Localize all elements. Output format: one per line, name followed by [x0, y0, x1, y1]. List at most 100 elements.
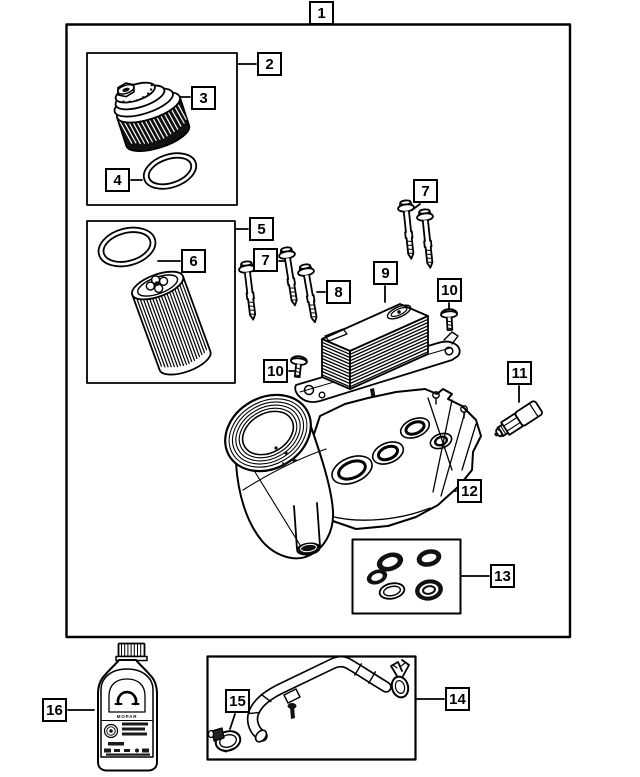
o-ring-outer — [97, 226, 157, 268]
hose-end-clamp — [390, 659, 410, 699]
hose-mid-fitting — [283, 688, 301, 719]
callout-10-number: 10 — [441, 281, 458, 299]
seal-kit-contents — [366, 549, 443, 601]
bottle-cap-ribs — [121, 643, 142, 657]
seal-3 — [366, 569, 388, 585]
callout-16: 16 — [42, 698, 67, 722]
hose-section-ticks — [247, 663, 376, 715]
cap-hex-hole — [122, 87, 130, 92]
label-cert-seal — [103, 723, 119, 739]
callout-13-number: 13 — [494, 567, 511, 585]
cooler-plate-fins — [321, 318, 429, 388]
callout-12: 12 — [457, 479, 482, 503]
callout-1: 1 — [309, 1, 334, 25]
seal-1 — [376, 552, 404, 572]
oil-cooler-assembly — [294, 303, 461, 403]
cap-hex-washer — [116, 84, 135, 95]
callout-8-number: 8 — [334, 283, 343, 301]
plate-hole-left — [303, 384, 315, 396]
art-root: MOPAR — [65, 23, 572, 772]
hose-kit-box — [206, 655, 417, 761]
callout-10-right: 10 — [437, 278, 462, 302]
tower-contour-lines — [242, 448, 327, 546]
filter-pleats — [135, 278, 208, 368]
callout-16-number: 16 — [46, 701, 63, 719]
screw-10-right — [440, 308, 458, 332]
callout-9: 9 — [373, 261, 398, 285]
callout-1-number: 1 — [317, 4, 326, 22]
bolt-7b — [278, 246, 298, 307]
housing-flange-body — [307, 388, 482, 530]
filter-o-ring — [97, 226, 157, 268]
flange-bottom-line — [329, 507, 431, 521]
seal-kit-box — [351, 538, 462, 615]
callout-7-right: 7 — [413, 179, 438, 203]
bolt-cluster — [238, 199, 434, 324]
tower-threaded-opening — [224, 393, 312, 473]
oil-filter-element — [131, 270, 212, 376]
plate-clip — [443, 331, 459, 345]
leader-line-c15 — [229, 713, 236, 730]
callout-4: 4 — [105, 168, 130, 192]
seal-2 — [416, 549, 442, 567]
hose-open-end — [254, 729, 268, 743]
callout-7-number: 7 — [261, 251, 270, 269]
callout-11-number: 11 — [511, 364, 528, 382]
oil-pressure-sensor — [494, 400, 543, 438]
seal-4-oring — [378, 582, 406, 600]
callout-15-number: 15 — [229, 692, 246, 710]
hose-clamp-15 — [207, 727, 242, 753]
callout-12-number: 12 — [461, 482, 478, 500]
hose-inner — [248, 657, 391, 741]
bolt-7a — [238, 260, 257, 321]
callout-6: 6 — [181, 249, 206, 273]
bottle-label-arch-window — [108, 678, 146, 713]
cap-bolt-circle-dots — [122, 83, 153, 103]
seal-5 — [415, 579, 443, 601]
oil-filter-cap — [113, 81, 191, 152]
filter-kit-box — [86, 220, 236, 384]
cap-o-ring — [142, 152, 198, 190]
plate-hole-right — [444, 346, 454, 356]
o-ring-outer — [142, 152, 198, 190]
screw-10-left — [289, 355, 308, 379]
plate-stud — [370, 388, 376, 398]
tower-surface-marks — [274, 446, 298, 467]
label-fine-print-bars — [104, 722, 150, 756]
cooler-corner-tab — [324, 328, 348, 342]
cooler-port — [386, 304, 412, 320]
callout-13: 13 — [490, 564, 515, 588]
callout-3: 3 — [191, 86, 216, 110]
callout-10-number: 10 — [267, 362, 284, 380]
flange-gasket-ports — [331, 417, 453, 485]
callout-7-left: 7 — [253, 248, 278, 272]
callout-14: 14 — [445, 687, 470, 711]
bottle-brand-text: MOPAR — [117, 714, 138, 719]
callout-8: 8 — [326, 280, 351, 304]
housing-drain-spout — [293, 502, 321, 556]
flange-top-bolts — [432, 391, 468, 419]
callout-11: 11 — [507, 361, 532, 385]
callout-9-number: 9 — [381, 264, 390, 282]
callout-6-number: 6 — [189, 252, 198, 270]
bolt-7c — [397, 199, 415, 260]
callout-7-number: 7 — [421, 182, 430, 200]
o-ring-inner — [147, 156, 193, 186]
callout-2: 2 — [257, 52, 282, 76]
callout-4-number: 4 — [113, 171, 122, 189]
o-ring-inner — [102, 231, 152, 263]
callout-5-number: 5 — [257, 220, 266, 238]
bolt-7d — [416, 208, 434, 269]
oil-filter-housing — [224, 388, 482, 560]
filter-clover-clip — [145, 275, 169, 294]
callout-3-number: 3 — [199, 89, 208, 107]
hose-assembly — [207, 656, 410, 753]
mopar-omega-logo-icon — [114, 690, 140, 706]
callout-2-number: 2 — [265, 55, 274, 73]
cap-thread-lines — [118, 98, 187, 145]
plate-hole-left2 — [318, 391, 326, 399]
bolt-8 — [297, 263, 318, 324]
callout-14-number: 14 — [449, 690, 466, 708]
bottle-label-panel — [100, 668, 154, 758]
